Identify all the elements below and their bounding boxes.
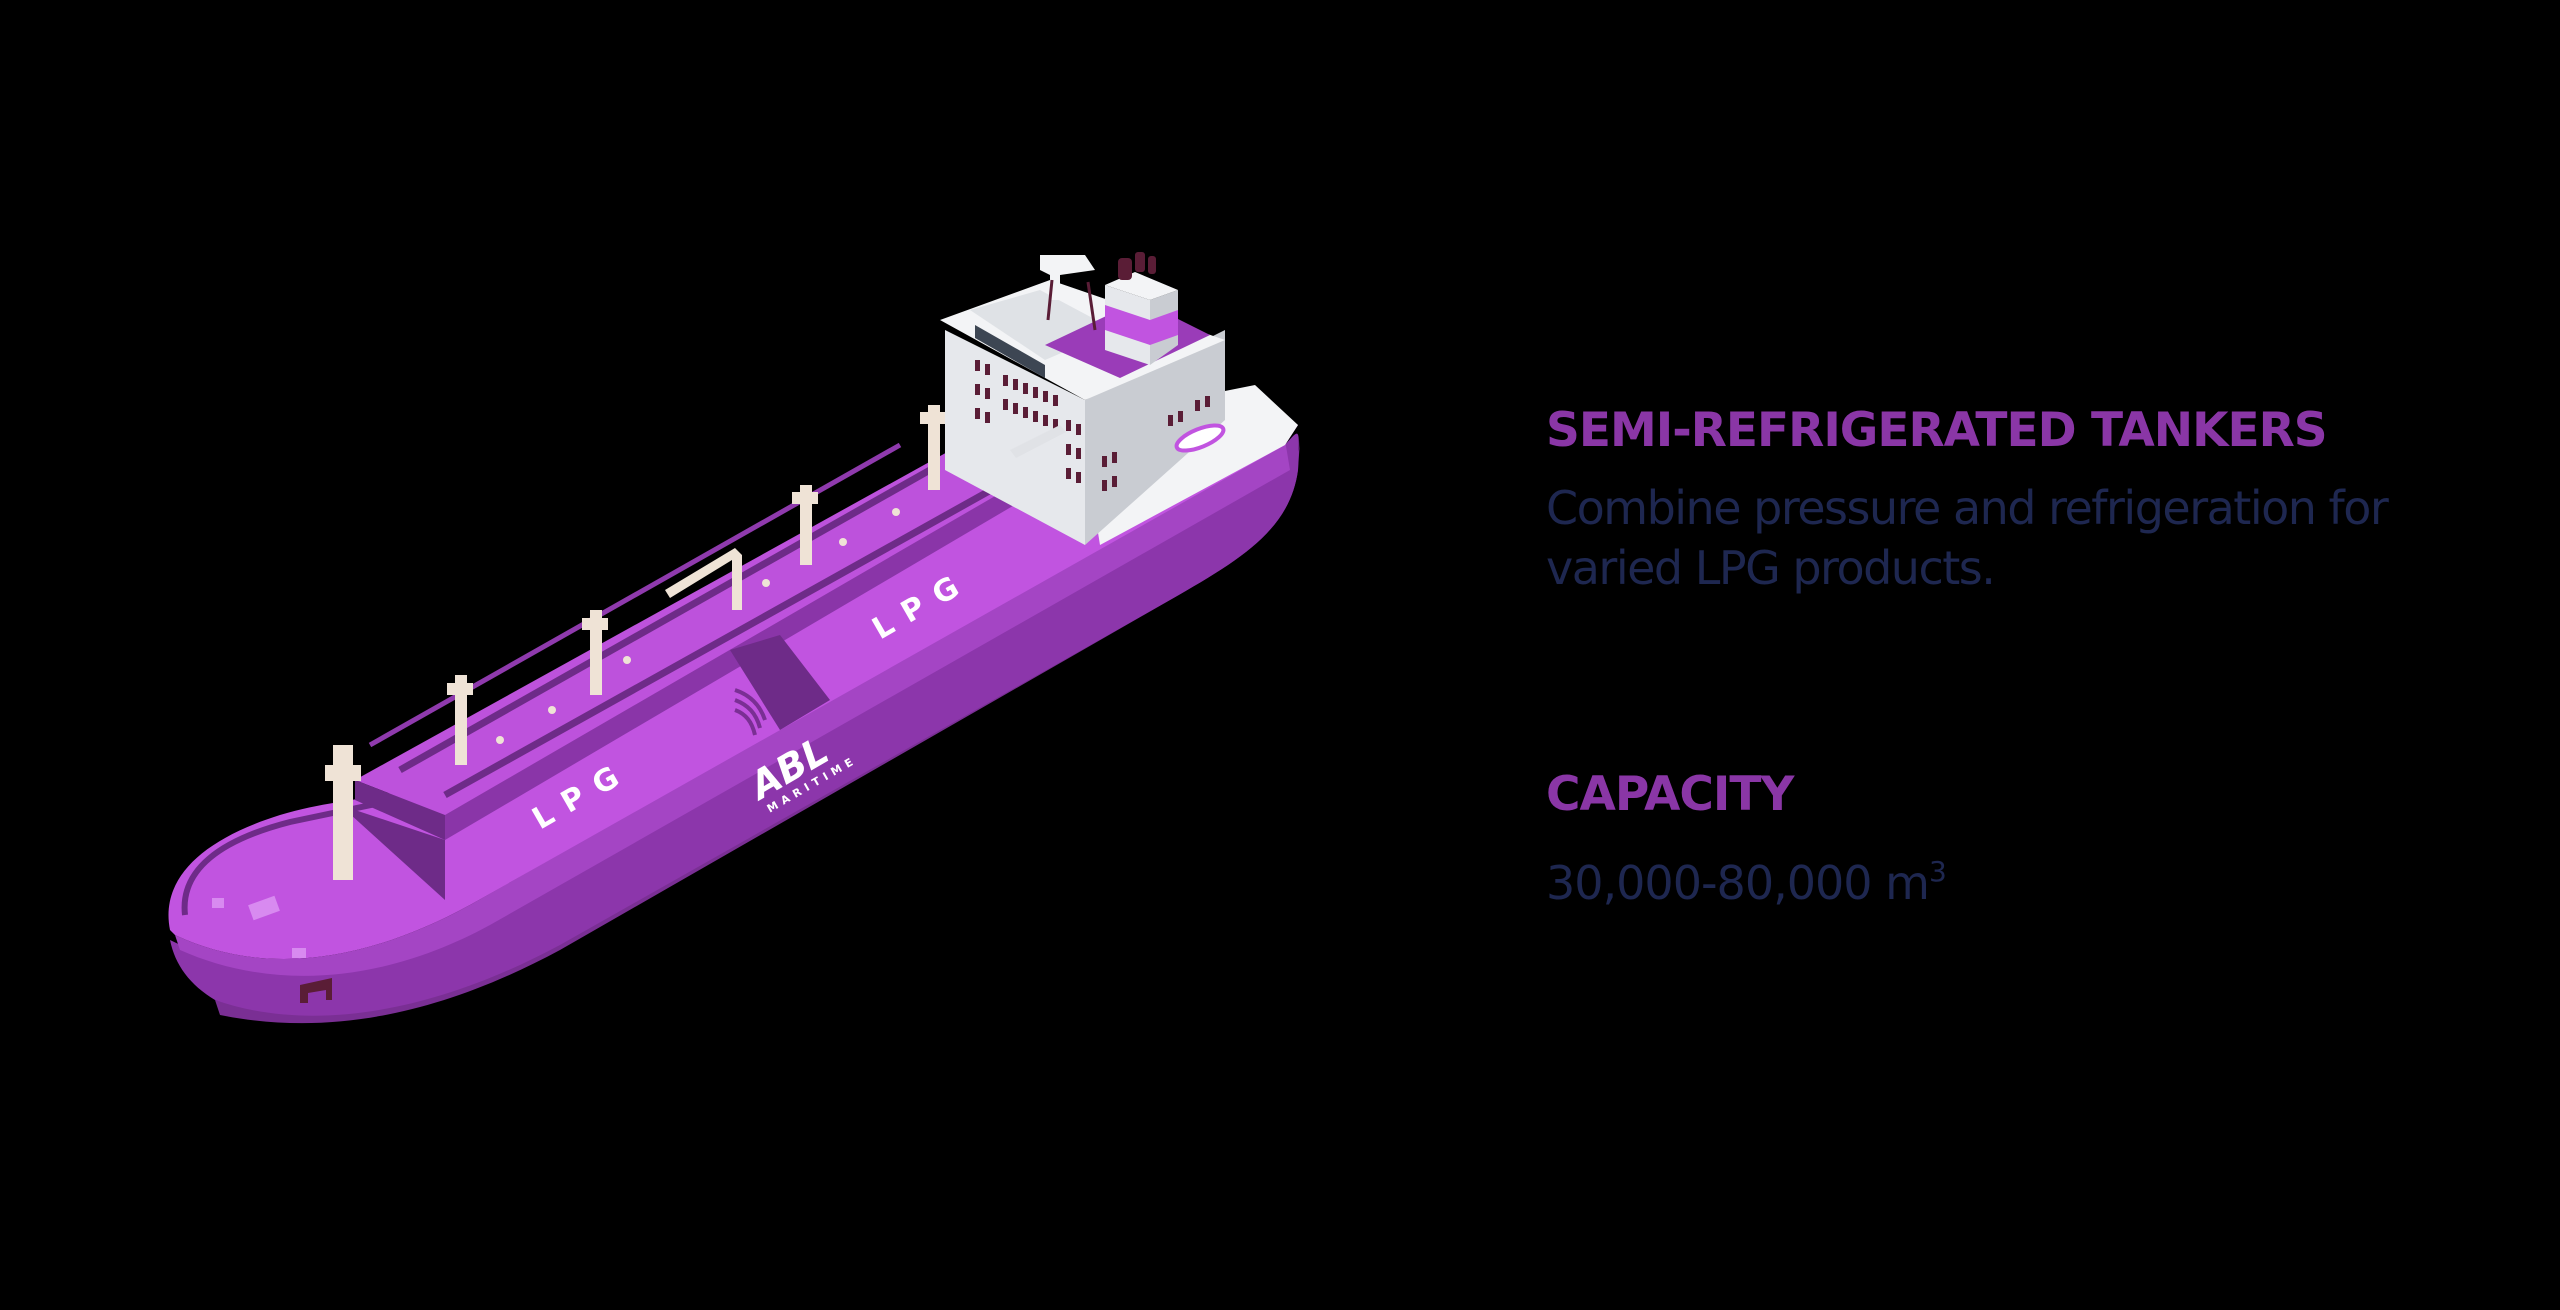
pipe-rail-2	[443, 481, 1002, 799]
capacity-unit-superscript: 3	[1928, 855, 1947, 888]
info-panel: SEMI-REFRIGERATED TANKERS Combine pressu…	[1546, 398, 2546, 598]
crane-arm	[665, 548, 742, 610]
ship-type-title: SEMI-REFRIGERATED TANKERS	[1546, 403, 2328, 458]
superstructure-front	[945, 330, 1085, 545]
capacity-value: 30,000-80,000 m3	[1546, 853, 1947, 913]
capacity-value-text: 30,000-80,000 m	[1546, 856, 1930, 910]
bow-box-2	[212, 898, 224, 908]
bow-box-1	[248, 895, 280, 921]
mid-step-shadow	[730, 635, 830, 730]
trunk-step-shadow	[340, 805, 445, 900]
anchor-hawse	[300, 978, 332, 1003]
funnel-exhausts	[1118, 252, 1156, 280]
mast-3	[590, 610, 602, 695]
ship-illustration: LPG LPG ABL MARITIME	[0, 0, 1400, 1100]
funnel-band	[1105, 305, 1178, 345]
radar-stays	[1046, 279, 1097, 331]
mast-2	[455, 675, 467, 765]
trunk-deck-left	[355, 780, 445, 840]
deck-fittings	[496, 508, 900, 744]
capacity-label: CAPACITY	[1546, 767, 1794, 822]
radar-mast	[1040, 255, 1095, 300]
bridge-roof-edge	[975, 325, 1045, 378]
mast-5	[928, 405, 940, 490]
ship-type-description: Combine pressure and refrigeration for v…	[1546, 481, 2389, 595]
lifeboat	[1174, 423, 1226, 453]
superstructure-windows	[975, 360, 1210, 491]
bow-box-3	[292, 948, 306, 958]
hatch-stripes	[734, 688, 767, 736]
deck-rim	[181, 797, 396, 916]
lpg-tanker-graphic: LPG LPG ABL MARITIME	[168, 252, 1300, 1024]
cargo-masts	[325, 405, 946, 880]
mast-4	[800, 485, 812, 565]
bridge-walkway	[1010, 425, 1066, 458]
pipe-rail-1	[398, 466, 932, 774]
trunk-deck-top	[355, 445, 1040, 815]
